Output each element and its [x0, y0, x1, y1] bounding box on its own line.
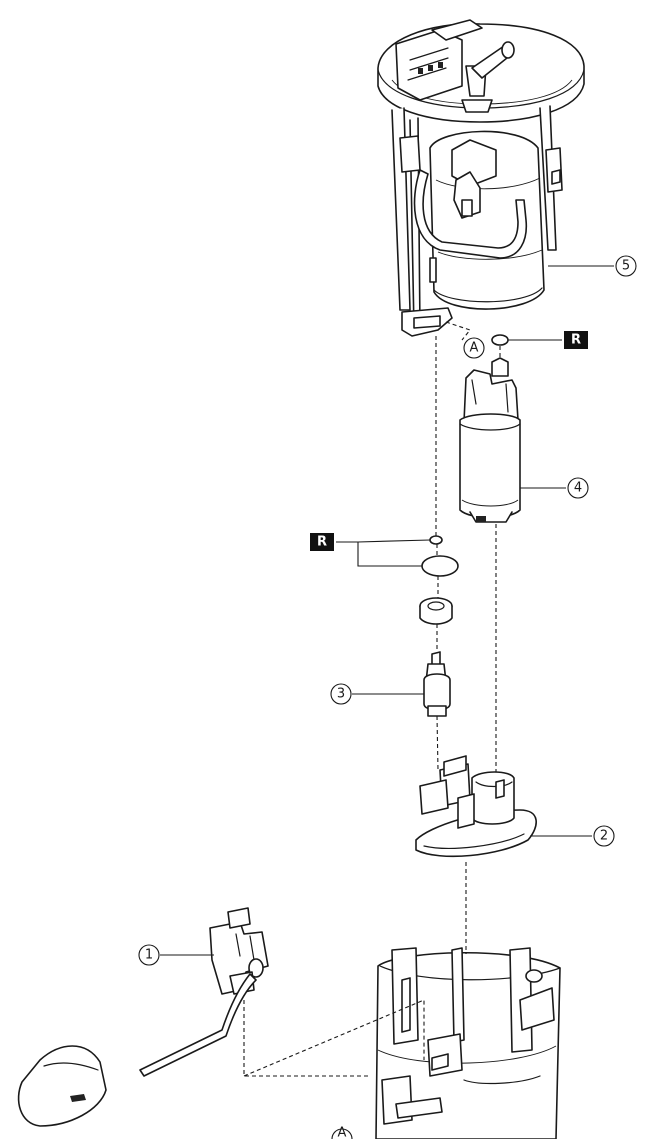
callout-2-label: 2 [600, 829, 608, 844]
callout-4: 4 [567, 477, 589, 499]
callout-4-label: 4 [574, 481, 582, 496]
callout-3: 3 [330, 683, 352, 705]
seal-set-middle [419, 535, 459, 625]
reference-a-bottom-label: A [338, 1126, 347, 1139]
callout-1: 1 [138, 944, 160, 966]
reservoir-cup-lower [375, 947, 561, 1139]
replace-marker-top-label: R [571, 333, 581, 348]
reference-a-top: A [463, 337, 485, 359]
part-5-fuel-pump-module [377, 19, 585, 341]
replace-marker-middle: R [310, 533, 334, 551]
callout-5-label: 5 [622, 259, 630, 274]
part-3-pressure-regulator [423, 651, 451, 717]
part-4-fuel-pump [459, 357, 521, 523]
replace-marker-middle-label: R [317, 535, 327, 550]
part-2-pump-bracket [415, 755, 537, 858]
callout-3-label: 3 [337, 687, 345, 702]
callout-1-label: 1 [145, 948, 153, 963]
callout-5: 5 [615, 255, 637, 277]
assembly-lines [243, 336, 501, 1077]
part-1-fuel-level-sender [17, 907, 269, 1127]
replace-marker-top: R [564, 331, 588, 349]
leader-lines [160, 265, 614, 956]
reference-a-bottom: A [331, 1126, 353, 1139]
reference-a-label: A [470, 341, 479, 356]
o-ring-top [491, 334, 509, 346]
callout-2: 2 [593, 825, 615, 847]
